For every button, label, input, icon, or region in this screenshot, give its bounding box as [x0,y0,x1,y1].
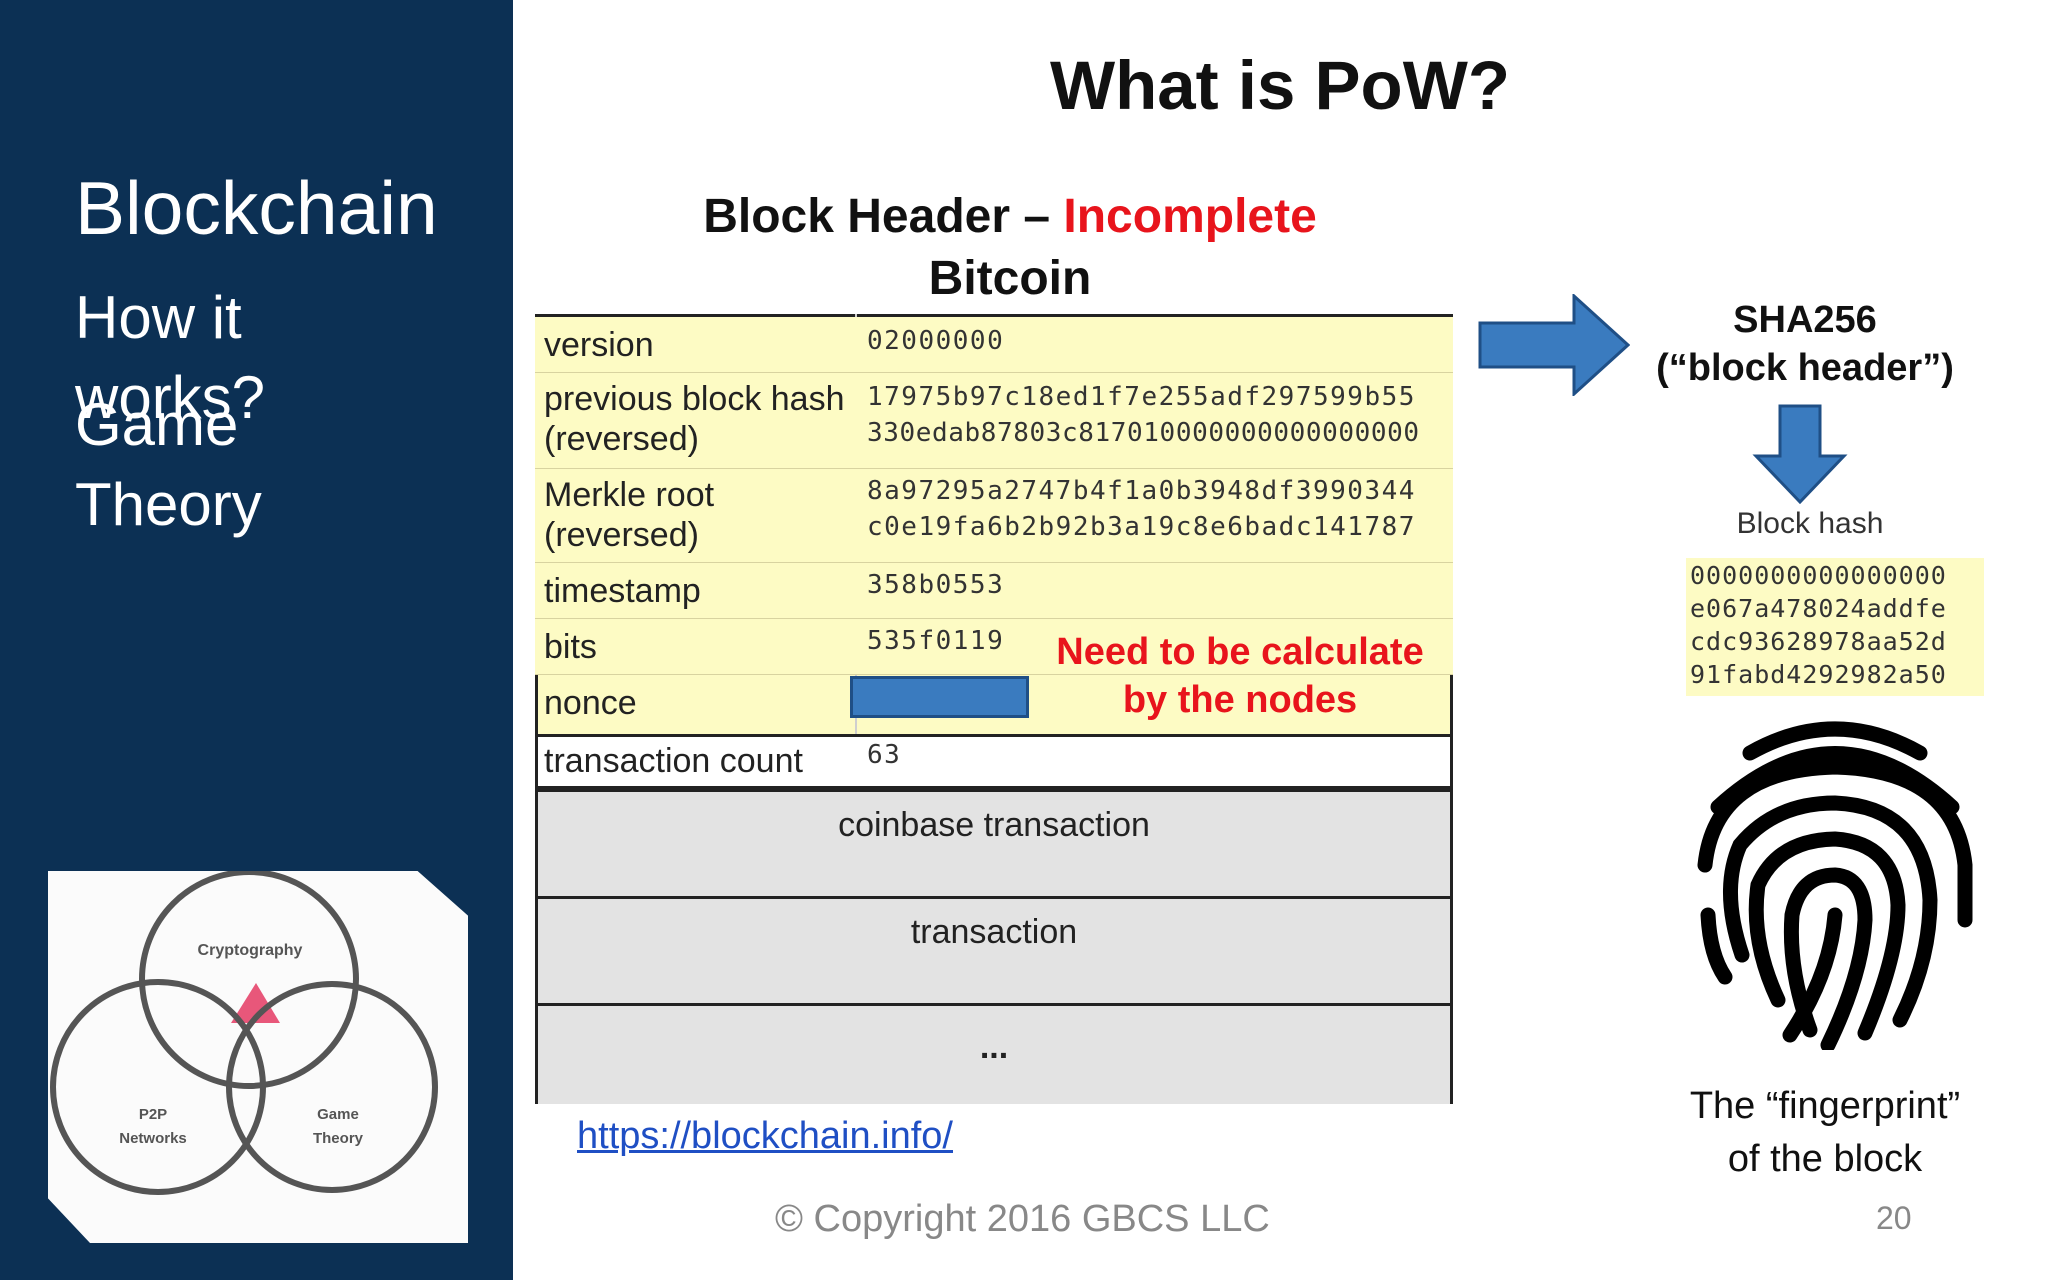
sha256-line1: SHA256 [1733,299,1877,341]
page-number: 20 [1876,1200,1912,1236]
row-bits: bits 535f0119 [535,619,1453,675]
venn-label-cryptography: Cryptography [198,942,303,959]
field-value-line2: c0e19fa6b2b92b3a19c8e6badc141787 [867,512,1416,542]
field-name: nonce [544,684,637,722]
arrow-right-icon [1478,294,1630,396]
venn-label-game: Game [317,1106,359,1123]
field-value-line2: 330edab87803c817010000000000000000 [867,418,1420,448]
sidebar-item-how-it-works: How it works? [75,284,266,431]
row-coinbase-transaction: coinbase transaction [535,789,1453,896]
field-value: 02000000 [867,326,1005,356]
row-transaction-count: transaction count 63 [535,734,1453,789]
sha256-line2: (“block header”) [1656,347,1954,389]
row-version: version 02000000 [535,317,1453,373]
subtitle-text: Block Header – [703,190,1064,243]
field-value: 63 [867,740,902,770]
caption-line2: of the block [1727,1138,1923,1180]
field-value: 358b0553 [867,570,1005,600]
slide-title: What is PoW? [1050,47,1510,124]
fingerprint-caption: The “fingerprint” of the block [1660,1080,1990,1186]
row-transaction: transaction [535,896,1453,1003]
row-nonce: nonce [535,675,1453,733]
calculate-note: Need to be calculate by the nodes [1030,628,1450,724]
block-hash-label: Block hash [1736,507,1884,540]
blockchain-info-link[interactable]: https://blockchain.info/ [577,1115,953,1157]
arrow-down-icon [1752,404,1848,504]
row-merkle-root: Merkle root (reversed) 8a97295a2747b4f1a… [535,469,1453,563]
row-timestamp: timestamp 358b0553 [535,563,1453,619]
venn-label-p2p: P2P [139,1106,167,1123]
venn-circle-cryptography [139,871,359,1089]
subtitle-bitcoin: Bitcoin [928,252,1092,305]
note-line1: Need to be calculate [1056,631,1424,673]
nonce-placeholder [850,676,1029,718]
field-name: transaction count [544,742,803,780]
subtitle-incomplete: Incomplete [1063,190,1317,243]
field-value-line1: 8a97295a2747b4f1a0b3948df3990344 [867,476,1416,506]
field-name: version [544,326,654,364]
field-value: 535f0119 [867,626,1005,656]
field-name: timestamp [544,572,701,610]
field-name-suffix: (reversed) [544,420,699,458]
venn-diagram-card: Cryptography P2P Networks Game Theory [48,871,468,1243]
block-header-table: version 02000000 previous block hash (re… [535,314,1453,1104]
slide-subtitle: Block Header – Incomplete Bitcoin [640,186,1380,310]
field-name-suffix: (reversed) [544,516,699,554]
field-name: Merkle root [544,476,715,514]
copyright-text: © Copyright 2016 GBCS LLC [775,1198,1270,1240]
venn-intersection [231,983,280,1023]
field-name: previous block hash [544,380,845,418]
sha256-label: SHA256 (“block header”) [1630,296,1980,392]
field-name: bits [544,628,597,666]
block-hash-value: 0000000000000000 e067a478024addfe cdc936… [1690,561,1947,689]
venn-circle-p2p [50,979,266,1195]
venn-label-theory: Theory [313,1130,364,1147]
sidebar: Blockchain How it works? Game Theory Cry… [0,0,513,1280]
row-more-transactions: ... [535,1003,1453,1104]
sidebar-item-game-theory: Game Theory [75,391,262,538]
venn-label-networks: Networks [119,1130,187,1147]
venn-circle-game-theory [226,981,438,1193]
caption-line1: The “fingerprint” [1689,1085,1961,1127]
row-previous-block-hash: previous block hash (reversed) 17975b97c… [535,373,1453,469]
venn-diagram: Cryptography P2P Networks Game Theory [50,871,438,1195]
field-value-line1: 17975b97c18ed1f7e255adf297599b55 [867,382,1416,412]
sidebar-title: Blockchain [75,166,438,250]
fingerprint-icon [1697,721,1973,1050]
note-line2: by the nodes [1122,679,1358,721]
block-hash-box [1686,558,1984,696]
